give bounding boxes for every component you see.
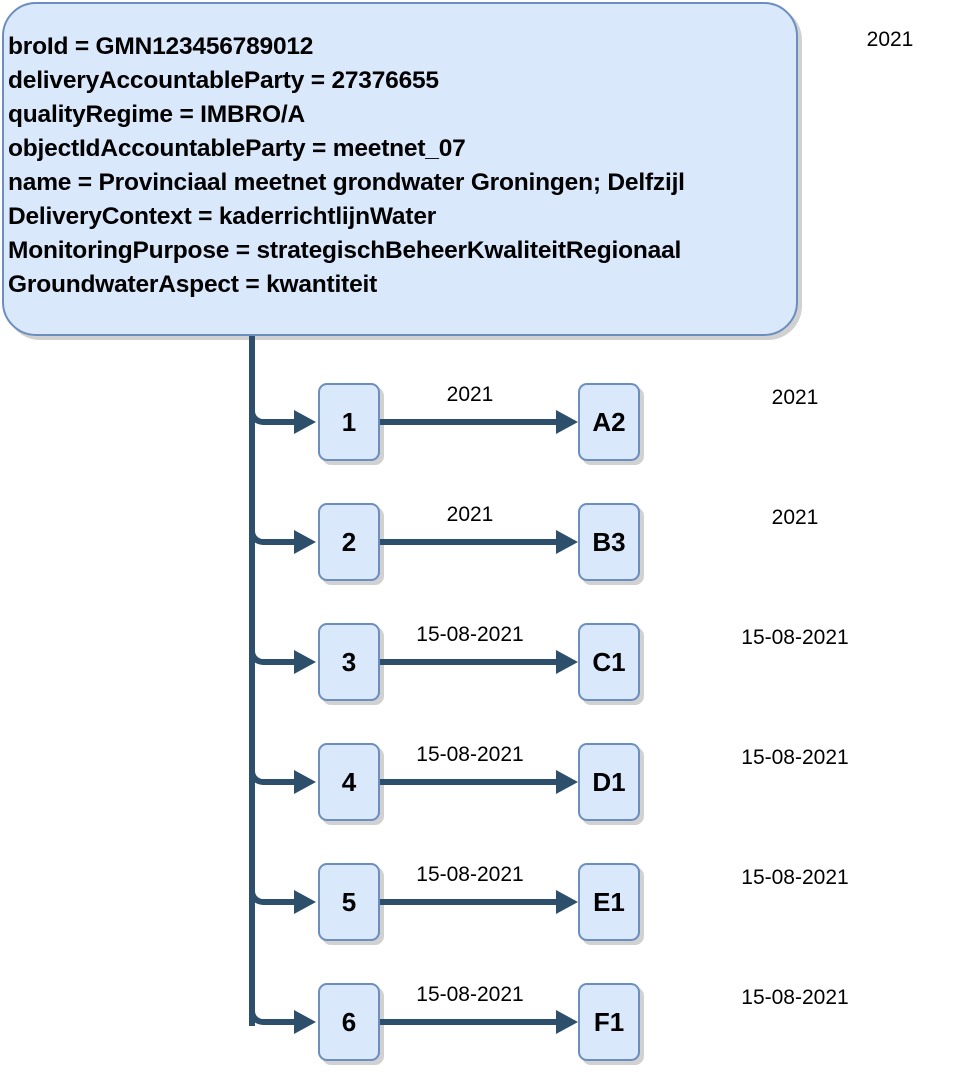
info-line-monitoring-purpose: MonitoringPurpose = strategischBeheerKwa…	[8, 237, 682, 264]
trunk-connector-line	[249, 336, 255, 1026]
measuring-point-node[interactable]: 5	[318, 863, 380, 941]
branch-elbow-connector	[249, 1001, 273, 1025]
branch-shaft	[268, 539, 298, 545]
diagram-row: 2 2021 B3 2021	[0, 481, 960, 601]
row-side-label: 2021	[771, 506, 819, 529]
edge-shaft	[380, 1019, 558, 1025]
branch-shaft	[268, 419, 298, 425]
branch-elbow-connector	[249, 401, 273, 425]
edge-label: 15-08-2021	[416, 623, 524, 646]
branch-elbow-connector	[249, 521, 273, 545]
row-side-label: 15-08-2021	[741, 626, 849, 649]
edge-label: 15-08-2021	[416, 743, 524, 766]
measuring-point-node[interactable]: 4	[318, 743, 380, 821]
row-side-label: 2021	[771, 386, 819, 409]
branch-shaft	[268, 659, 298, 665]
info-line-name: name = Provinciaal meetnet grondwater Gr…	[8, 169, 685, 196]
edge-arrowhead-icon	[556, 410, 578, 434]
tube-node[interactable]: F1	[578, 983, 640, 1061]
info-line-quality-regime: qualityRegime = IMBRO/A	[8, 101, 305, 128]
branch-arrowhead-icon	[294, 770, 316, 794]
info-line-broid: broId = GMN123456789012	[8, 33, 314, 60]
info-line-delivery-context: DeliveryContext = kaderrichtlijnWater	[8, 203, 437, 230]
diagram-row: 6 15-08-2021 F1 15-08-2021	[0, 961, 960, 1081]
measuring-point-node[interactable]: 3	[318, 623, 380, 701]
diagram-row: 3 15-08-2021 C1 15-08-2021	[0, 601, 960, 721]
edge-arrowhead-icon	[556, 770, 578, 794]
branch-elbow-connector	[249, 881, 273, 905]
info-box-text-block: broId = GMN123456789012 deliveryAccounta…	[8, 30, 798, 302]
edge-shaft	[380, 779, 558, 785]
branch-arrowhead-icon	[294, 1010, 316, 1034]
tube-node[interactable]: B3	[578, 503, 640, 581]
branch-arrowhead-icon	[294, 650, 316, 674]
edge-label: 2021	[446, 383, 494, 406]
diagram-row: 1 2021 A2 2021	[0, 361, 960, 481]
branch-elbow-connector	[249, 761, 273, 785]
diagram-row: 4 15-08-2021 D1 15-08-2021	[0, 721, 960, 841]
row-side-label: 15-08-2021	[741, 986, 849, 1009]
measuring-point-node[interactable]: 6	[318, 983, 380, 1061]
edge-shaft	[380, 419, 558, 425]
edge-label: 15-08-2021	[416, 983, 524, 1006]
edge-label: 15-08-2021	[416, 863, 524, 886]
edge-arrowhead-icon	[556, 890, 578, 914]
info-line-groundwater-aspect: GroundwaterAspect = kwantiteit	[8, 271, 378, 298]
row-side-label: 15-08-2021	[741, 866, 849, 889]
measuring-point-node[interactable]: 1	[318, 383, 380, 461]
info-line-object-id-accountable-party: objectIdAccountableParty = meetnet_07	[8, 135, 466, 162]
measuring-point-node[interactable]: 2	[318, 503, 380, 581]
edge-label: 2021	[446, 503, 494, 526]
branch-elbow-connector	[249, 641, 273, 665]
edge-shaft	[380, 539, 558, 545]
monitoring-network-info-box[interactable]: broId = GMN123456789012 deliveryAccounta…	[2, 2, 798, 336]
branch-shaft	[268, 899, 298, 905]
diagram-row: 5 15-08-2021 E1 15-08-2021	[0, 841, 960, 961]
tube-node[interactable]: C1	[578, 623, 640, 701]
branch-arrowhead-icon	[294, 410, 316, 434]
edge-arrowhead-icon	[556, 530, 578, 554]
branch-shaft	[268, 779, 298, 785]
tube-node[interactable]: A2	[578, 383, 640, 461]
edge-shaft	[380, 659, 558, 665]
edge-arrowhead-icon	[556, 1010, 578, 1034]
edge-arrowhead-icon	[556, 650, 578, 674]
branch-shaft	[268, 1019, 298, 1025]
tube-node[interactable]: D1	[578, 743, 640, 821]
tube-node[interactable]: E1	[578, 863, 640, 941]
row-side-label: 15-08-2021	[741, 746, 849, 769]
corner-year-label: 2021	[866, 28, 914, 51]
edge-shaft	[380, 899, 558, 905]
branch-arrowhead-icon	[294, 890, 316, 914]
branch-arrowhead-icon	[294, 530, 316, 554]
info-line-delivery-accountable-party: deliveryAccountableParty = 27376655	[8, 67, 439, 94]
